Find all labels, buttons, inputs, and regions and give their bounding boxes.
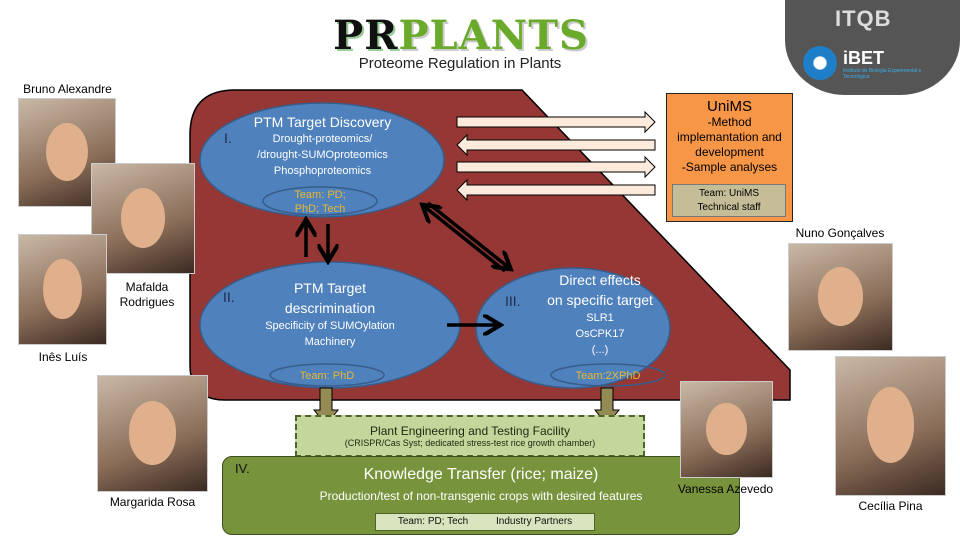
photo-mafalda: [91, 163, 195, 274]
ellipse-direct: [475, 267, 671, 389]
photo-ines: [18, 234, 107, 345]
unims-title: UniMS: [706, 98, 752, 115]
team-line: Technical staff: [697, 202, 761, 213]
discovery-team: Team: PD; PhD; Tech: [270, 188, 370, 216]
discrimination-node: PTM Target descrimination Specificity of…: [240, 278, 420, 350]
unims-line: -Sample analyses: [681, 160, 778, 174]
ibet-logo: iBET: [843, 48, 885, 68]
unims-line: -Method: [707, 115, 752, 129]
photo-vanessa: [680, 381, 773, 478]
name-cecilia: Cecília Pina: [858, 499, 923, 513]
direct-team: Team:2XPhD: [575, 370, 641, 382]
discovery-line: /drought-SUMOproteomics: [257, 149, 388, 161]
facility-box: Plant Engineering and Testing Facility (…: [295, 415, 645, 457]
discrimination-num: II.: [223, 289, 235, 305]
name-mafalda: Mafalda Rodrigues: [119, 280, 175, 309]
flow-arrows: [306, 201, 508, 325]
unims-line: development: [695, 145, 764, 159]
discovery-line: Drought-proteomics/: [272, 133, 373, 145]
direct-title: Direct effects: [559, 272, 641, 288]
facility-subtitle: (CRISPR/Cas Syst; dedicated stress-test …: [344, 438, 596, 448]
transfer-title: Knowledge Transfer (rice; maize): [363, 466, 599, 483]
name-ines: Inês Luís: [38, 350, 88, 364]
discovery-node: PTM Target Discovery Drought-proteomics/…: [230, 113, 415, 179]
logo-plants: PLANTS: [398, 12, 589, 59]
photo-bruno: [18, 98, 116, 207]
ibet-subtitle: Instituto de Biologia Experimental e Tec…: [843, 68, 922, 80]
direct-num: III.: [505, 293, 521, 309]
direct-title: on specific target: [547, 292, 653, 308]
exchange-arrows: [456, 110, 656, 202]
direct-node: Direct effects on specific target SLR1 O…: [535, 270, 665, 358]
team-line: PhD; Tech: [294, 203, 346, 215]
photo-margarida: [97, 375, 208, 492]
name-nuno: Nuno Gonçalves: [795, 226, 885, 240]
subtitle: Proteome Regulation in Plants: [358, 55, 562, 72]
institution-logo: ITQB iBET Instituto de Biologia Experime…: [785, 0, 960, 95]
ellipse-discovery: [199, 102, 445, 218]
discrimination-line: Machinery: [304, 336, 356, 348]
transfer-box: IV. Knowledge Transfer (rice; maize) Pro…: [222, 456, 740, 535]
discovery-line: Phosphoproteomics: [273, 165, 372, 177]
transfer-team: Team: PD; Tech Industry Partners: [375, 513, 595, 531]
partners-label: Industry Partners: [496, 516, 573, 527]
team-line: Team: PD;: [294, 189, 346, 201]
facility-title: Plant Engineering and Testing Facility: [370, 424, 570, 438]
logo-pr: PR: [333, 12, 399, 59]
ibet-icon: [803, 46, 837, 80]
name-margarida: Margarida Rosa: [109, 495, 196, 509]
team-label: Team: PD; Tech: [397, 516, 469, 527]
unims-team: Team: UniMS Technical staff: [672, 184, 786, 217]
discovery-num: I.: [224, 130, 232, 146]
discrimination-line: Specificity of SUMOylation: [265, 320, 395, 332]
transfer-num: IV.: [235, 461, 250, 476]
team-line: Team: UniMS: [698, 188, 759, 199]
photo-nuno: [788, 243, 893, 351]
direct-line: SLR1: [586, 312, 614, 324]
discrimination-title: PTM Target: [293, 280, 367, 296]
discrimination-title: descrimination: [284, 300, 376, 316]
unims-line: implemantation and: [677, 130, 782, 144]
name-vanessa: Vanessa Azevedo: [677, 482, 774, 496]
transfer-subtitle: Production/test of non-transgenic crops …: [319, 489, 643, 503]
unims-box: UniMS -Method implemantation and develop…: [666, 93, 793, 222]
name-bruno: Bruno Alexandre: [23, 82, 112, 96]
discovery-title: PTM Target Discovery: [253, 114, 392, 130]
direct-line: (...): [591, 344, 609, 356]
project-logo: PRPLANTS: [330, 12, 592, 59]
itqb-logo: ITQB: [835, 6, 892, 31]
direct-line: OsCPK17: [575, 328, 625, 340]
discrimination-team: Team: PhD: [299, 370, 355, 382]
photo-cecilia: [835, 356, 946, 496]
